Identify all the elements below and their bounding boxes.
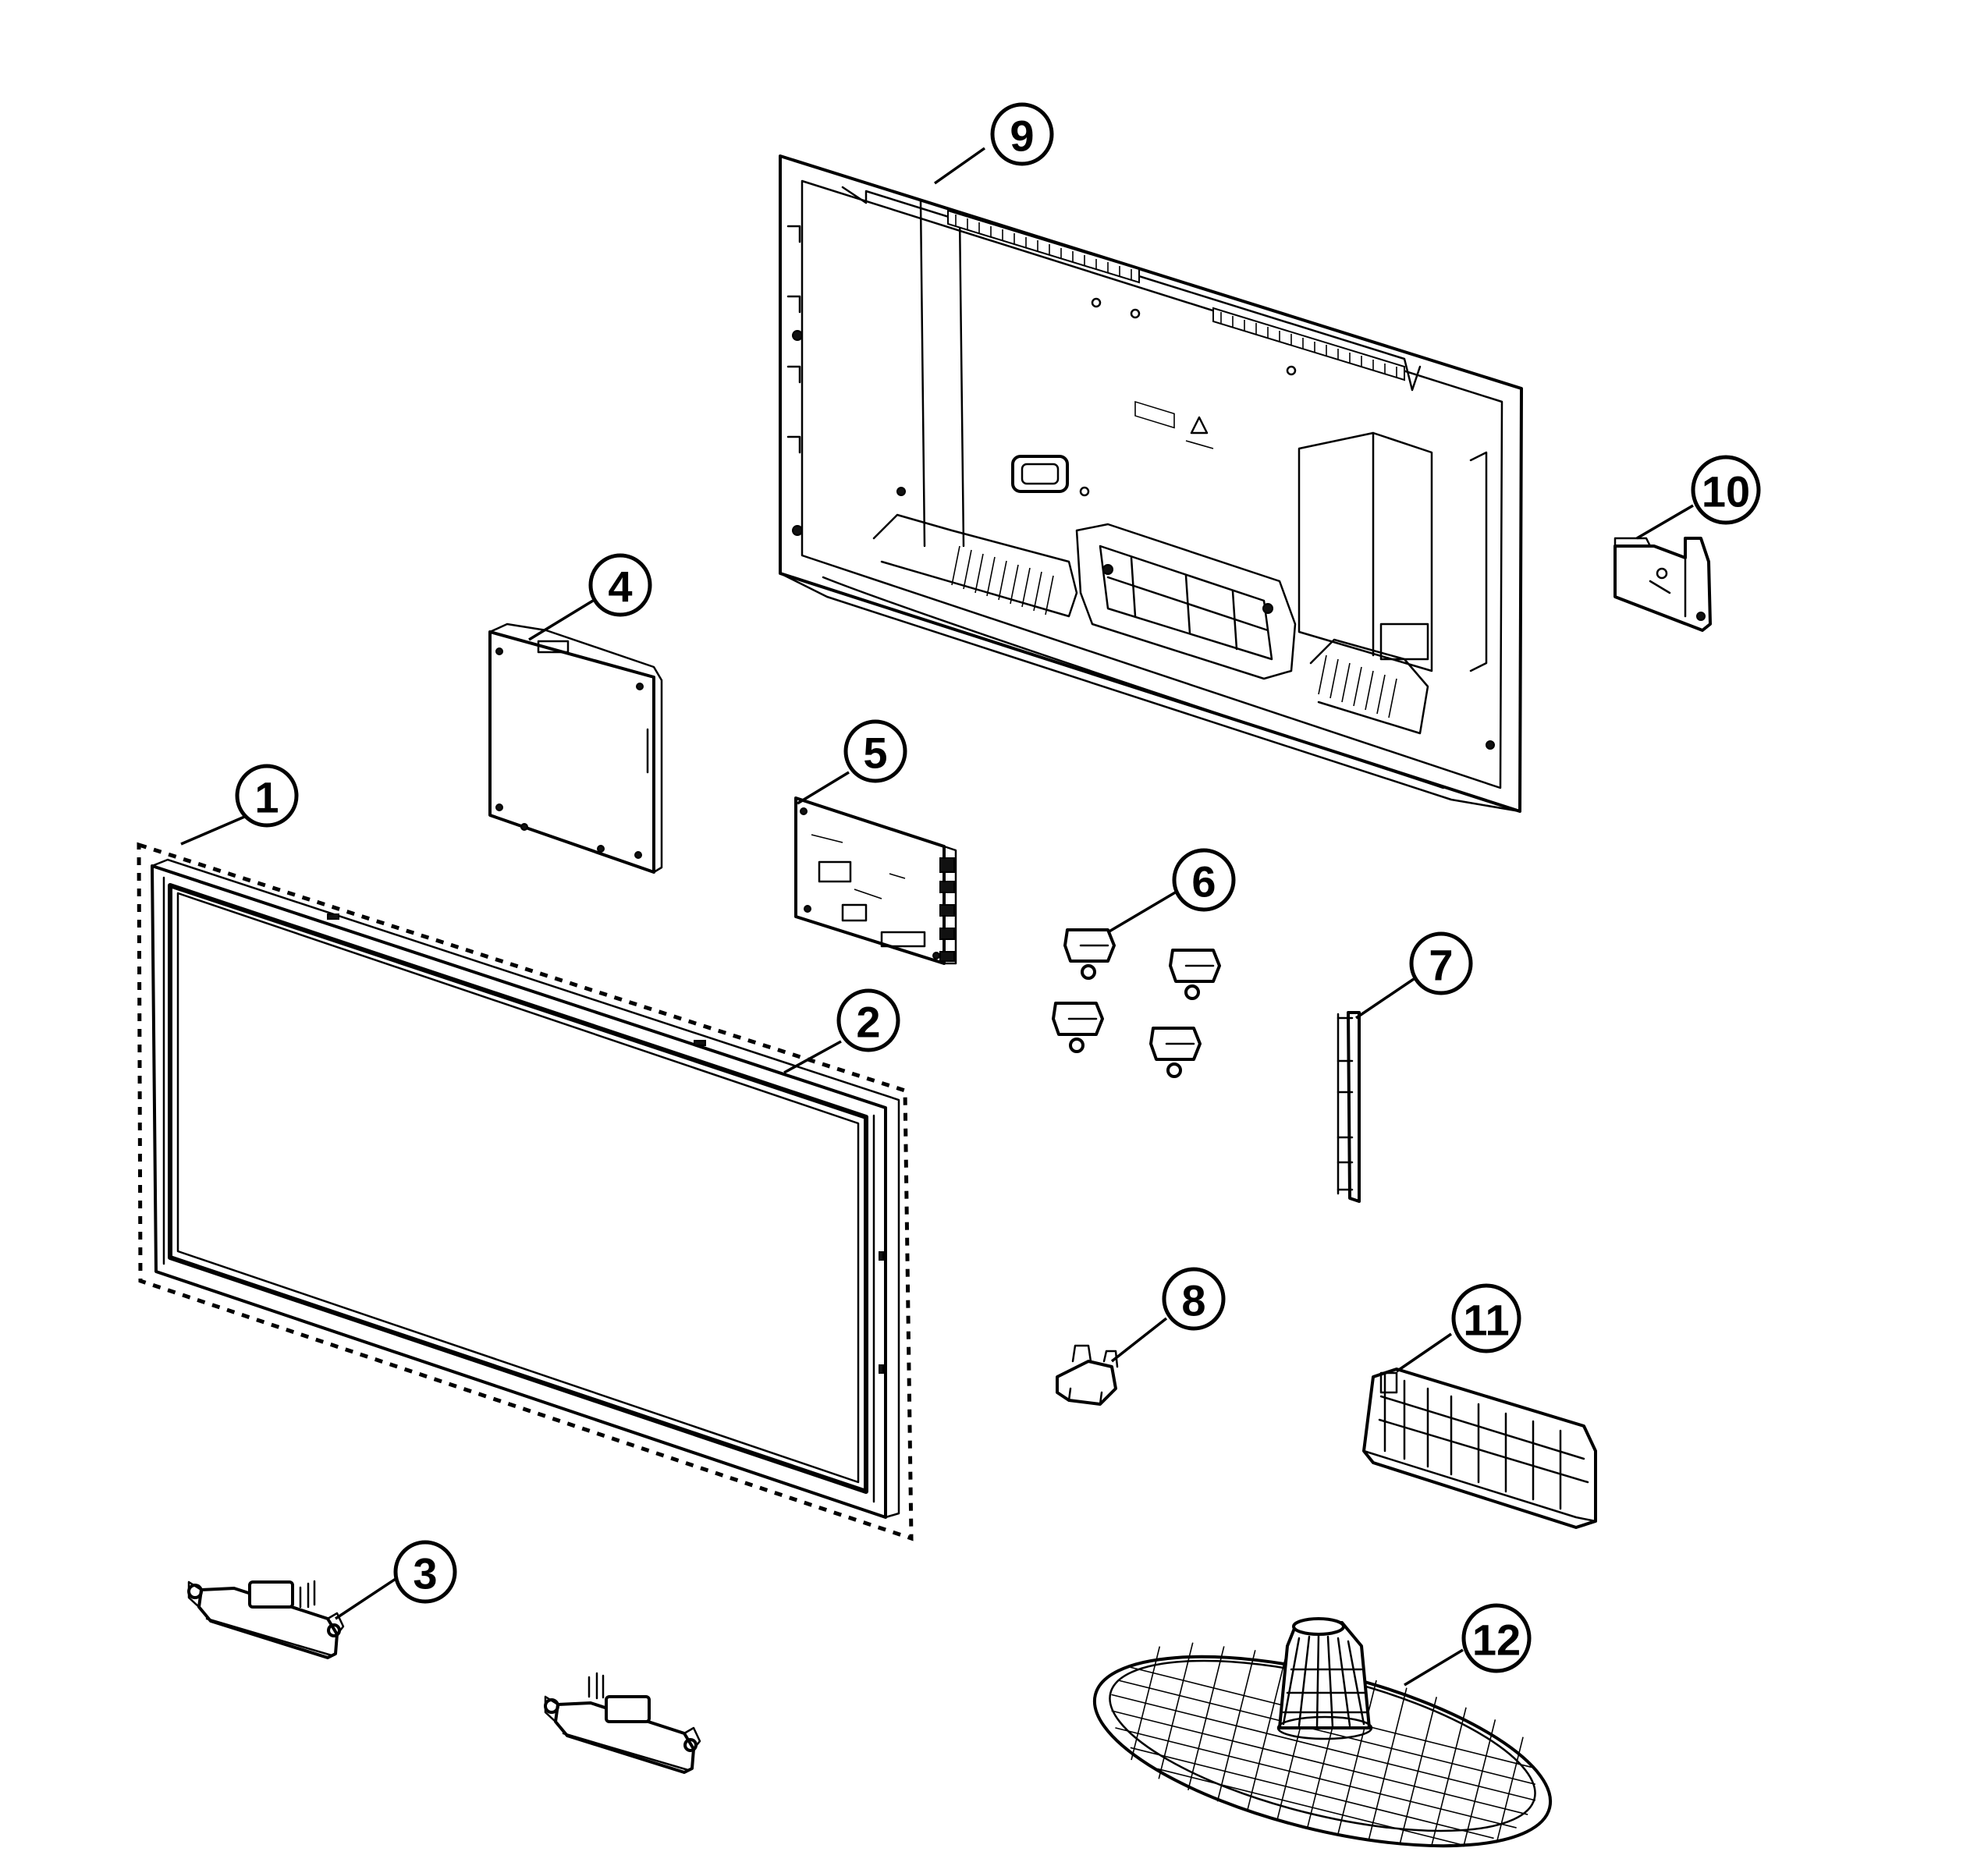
svg-text:8: 8 [1181, 1276, 1205, 1325]
leader-4 [528, 599, 594, 641]
svg-text:3: 3 [413, 1549, 437, 1598]
part-main-board [794, 796, 957, 965]
callout-2: 2 [836, 988, 900, 1052]
svg-text:1: 1 [254, 773, 279, 822]
part-rear-cover [779, 154, 1523, 813]
callout-12: 12 [1461, 1603, 1532, 1673]
leader-8 [1110, 1317, 1168, 1363]
leader-6 [1107, 890, 1177, 934]
leader-5 [797, 771, 850, 805]
stand-mount-frame [1075, 523, 1297, 680]
leader-10 [1636, 504, 1694, 540]
svg-text:2: 2 [856, 998, 880, 1047]
callout-11: 11 [1451, 1283, 1521, 1353]
clip [1149, 1027, 1202, 1078]
svg-text:6: 6 [1191, 857, 1216, 906]
callout-3: 3 [393, 1540, 457, 1604]
speaker [187, 1580, 345, 1659]
clip [1052, 1002, 1104, 1053]
clip [1169, 949, 1221, 1000]
svg-text:5: 5 [863, 729, 887, 778]
svg-text:9: 9 [1010, 112, 1034, 161]
callout-1: 1 [235, 764, 299, 828]
callout-8: 8 [1162, 1267, 1226, 1331]
part-clips [1052, 928, 1221, 1078]
leader-lines [180, 147, 1694, 1687]
part-speakers [187, 1580, 701, 1774]
leader-11 [1396, 1332, 1452, 1373]
speaker [544, 1672, 701, 1774]
callout-9: 9 [990, 102, 1054, 166]
part-rail [1337, 1011, 1361, 1203]
part-stand-base [1092, 1617, 1553, 1848]
clip [1063, 928, 1116, 980]
callout-7: 7 [1409, 931, 1473, 995]
leader-12 [1404, 1648, 1464, 1687]
callout-10: 10 [1691, 455, 1761, 525]
part-small-bracket [1056, 1344, 1119, 1406]
callout-4: 4 [588, 553, 652, 617]
part-panel-assembly [137, 842, 914, 1541]
vent-top-left [947, 209, 1140, 284]
part-stand-neck [1362, 1368, 1597, 1529]
callout-5: 5 [843, 719, 907, 783]
svg-text:10: 10 [1702, 467, 1750, 516]
part-power-board [488, 623, 663, 874]
leader-1 [180, 814, 249, 846]
part-bracket [1613, 537, 1712, 632]
leader-7 [1355, 977, 1415, 1020]
callout-6: 6 [1172, 848, 1236, 912]
leader-2 [783, 1040, 842, 1074]
svg-text:7: 7 [1429, 941, 1453, 990]
svg-text:4: 4 [608, 562, 632, 612]
vent-top-right [1212, 307, 1405, 381]
leader-9 [933, 147, 986, 185]
svg-text:12: 12 [1472, 1616, 1521, 1665]
svg-text:11: 11 [1463, 1296, 1509, 1345]
leader-3 [335, 1576, 399, 1620]
